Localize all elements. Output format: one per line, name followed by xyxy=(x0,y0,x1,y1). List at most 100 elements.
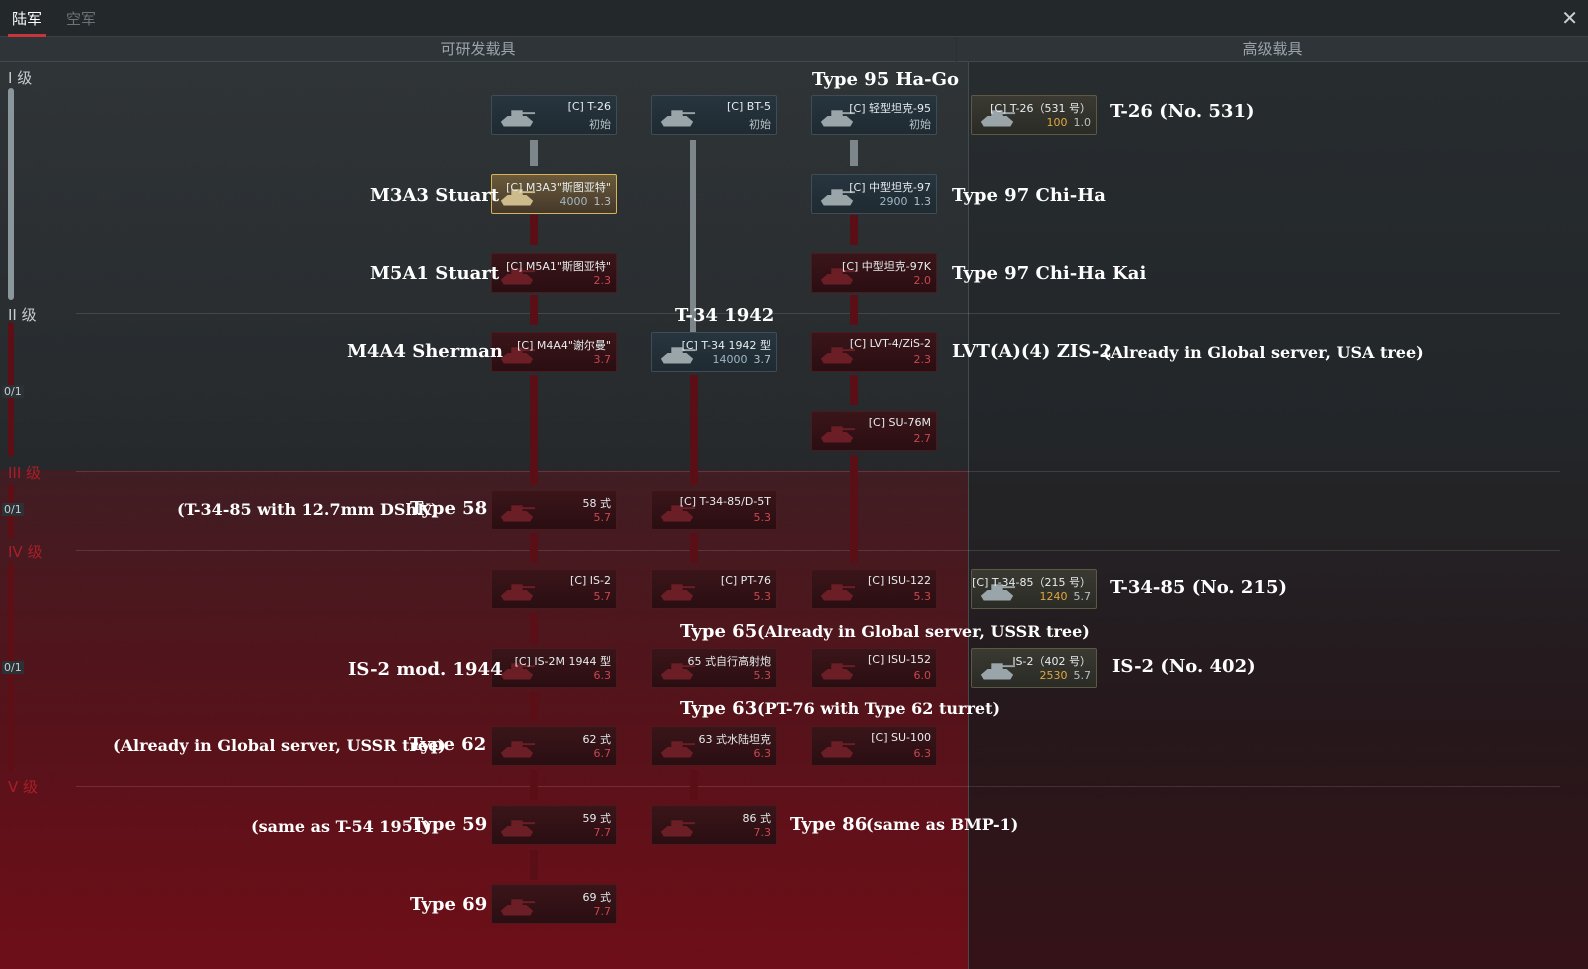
vehicle-name: IS-2（402 号） xyxy=(1012,655,1091,668)
annotation: Type 97 Chi-Ha xyxy=(952,185,1106,206)
annotation: (same as BMP-1) xyxy=(866,815,1019,834)
vehicle-name: [C] T-26 xyxy=(567,100,611,113)
vehicle-card[interactable]: [C] ISU-152 6.0 xyxy=(811,648,937,688)
vehicle-stats: 5.3 xyxy=(754,590,772,603)
vehicle-name: [C] 中型坦克-97 xyxy=(849,181,931,194)
annotation: Type 95 Ha-Go xyxy=(812,69,960,90)
tab-ground-forces[interactable]: 陆军 xyxy=(7,10,47,37)
tree-connector xyxy=(530,613,538,643)
vehicle-card[interactable]: [C] SU-100 6.3 xyxy=(811,726,937,766)
battle-rating: 3.7 xyxy=(753,353,772,366)
annotation: Type 59 xyxy=(410,814,488,835)
vehicle-name: [C] SU-100 xyxy=(871,731,931,744)
annotation: (same as T-54 1951) xyxy=(251,817,432,836)
vehicle-stats: 3.7 xyxy=(594,353,612,366)
vehicle-stats: 7.7 xyxy=(594,826,612,839)
vehicle-name: [C] PT-76 xyxy=(720,574,771,587)
tank-icon xyxy=(818,418,856,446)
premium-header: 高级载具 xyxy=(957,37,1588,62)
annotation: Type 63 xyxy=(680,698,758,719)
vehicle-name: [C] T-26（531 号） xyxy=(990,102,1091,115)
researchable-header: 可研发载具 xyxy=(0,37,956,62)
tank-icon xyxy=(498,181,536,209)
tank-icon xyxy=(498,733,536,761)
annotation: M3A3 Stuart xyxy=(370,185,500,206)
tank-icon xyxy=(818,733,856,761)
battle-rating: 5.3 xyxy=(753,511,772,524)
rank-separator xyxy=(76,313,1560,314)
vehicle-card[interactable]: [C] PT-76 5.3 xyxy=(651,569,777,609)
close-icon[interactable]: ✕ xyxy=(1561,6,1578,30)
battle-rating: 7.7 xyxy=(593,905,612,918)
vehicle-name: [C] T-34-85（215 号） xyxy=(972,576,1091,589)
vehicle-card[interactable]: [C] M5A1"斯图亚特"2.3 xyxy=(491,253,617,293)
tank-icon xyxy=(498,339,536,367)
vehicle-name: [C] ISU-152 xyxy=(867,653,931,666)
vehicle-stats: 初始 xyxy=(909,116,931,132)
vehicle-name: [C] T-34 1942 型 xyxy=(681,339,771,352)
rank-separator xyxy=(76,550,1560,551)
tree-connector xyxy=(530,533,538,563)
annotation: T-34-85 (No. 215) xyxy=(1110,577,1288,598)
annotation: Type 97 Chi-Ha Kai xyxy=(952,263,1147,284)
tank-icon xyxy=(818,260,856,288)
tank-icon xyxy=(498,102,536,130)
battle-rating: 5.7 xyxy=(1073,669,1092,682)
vehicle-name: [C] ISU-122 xyxy=(867,574,931,587)
rank-separator xyxy=(76,786,1560,787)
premium-panel xyxy=(968,62,1588,969)
tree-connector xyxy=(850,455,858,563)
tree-connector xyxy=(530,215,538,245)
tree-connector xyxy=(530,295,538,325)
battle-rating: 7.3 xyxy=(753,826,772,839)
vehicle-card[interactable]: [C] M4A4"谢尔曼"3.7 xyxy=(491,332,617,372)
rank-label: III 级 xyxy=(8,464,42,482)
tank-icon xyxy=(658,655,696,683)
vehicle-stats: 2.7 xyxy=(914,432,932,445)
vehicle-cost: 2900 xyxy=(879,195,908,208)
annotation: Type 86 xyxy=(790,814,868,835)
vehicle-stats: 6.3 xyxy=(914,747,932,760)
locked-zone xyxy=(0,470,968,969)
annotation: IS-2 mod. 1944 xyxy=(348,659,503,680)
vehicle-stats: 2.3 xyxy=(594,274,612,287)
battle-rating: 2.0 xyxy=(913,274,932,287)
vehicle-stats: 5.3 xyxy=(754,669,772,682)
vehicle-name: [C] BT-5 xyxy=(727,100,771,113)
rank-label: V 级 xyxy=(8,778,39,796)
rank-progress-text: 0/1 xyxy=(2,385,24,398)
vehicle-stats: 7.7 xyxy=(594,905,612,918)
tab-air-forces[interactable]: 空军 xyxy=(66,10,97,28)
tank-icon xyxy=(658,576,696,604)
annotation: M5A1 Stuart xyxy=(370,263,500,284)
vehicle-stats: 5.7 xyxy=(594,511,612,524)
battle-rating: 6.0 xyxy=(913,669,932,682)
tank-icon xyxy=(658,102,696,130)
